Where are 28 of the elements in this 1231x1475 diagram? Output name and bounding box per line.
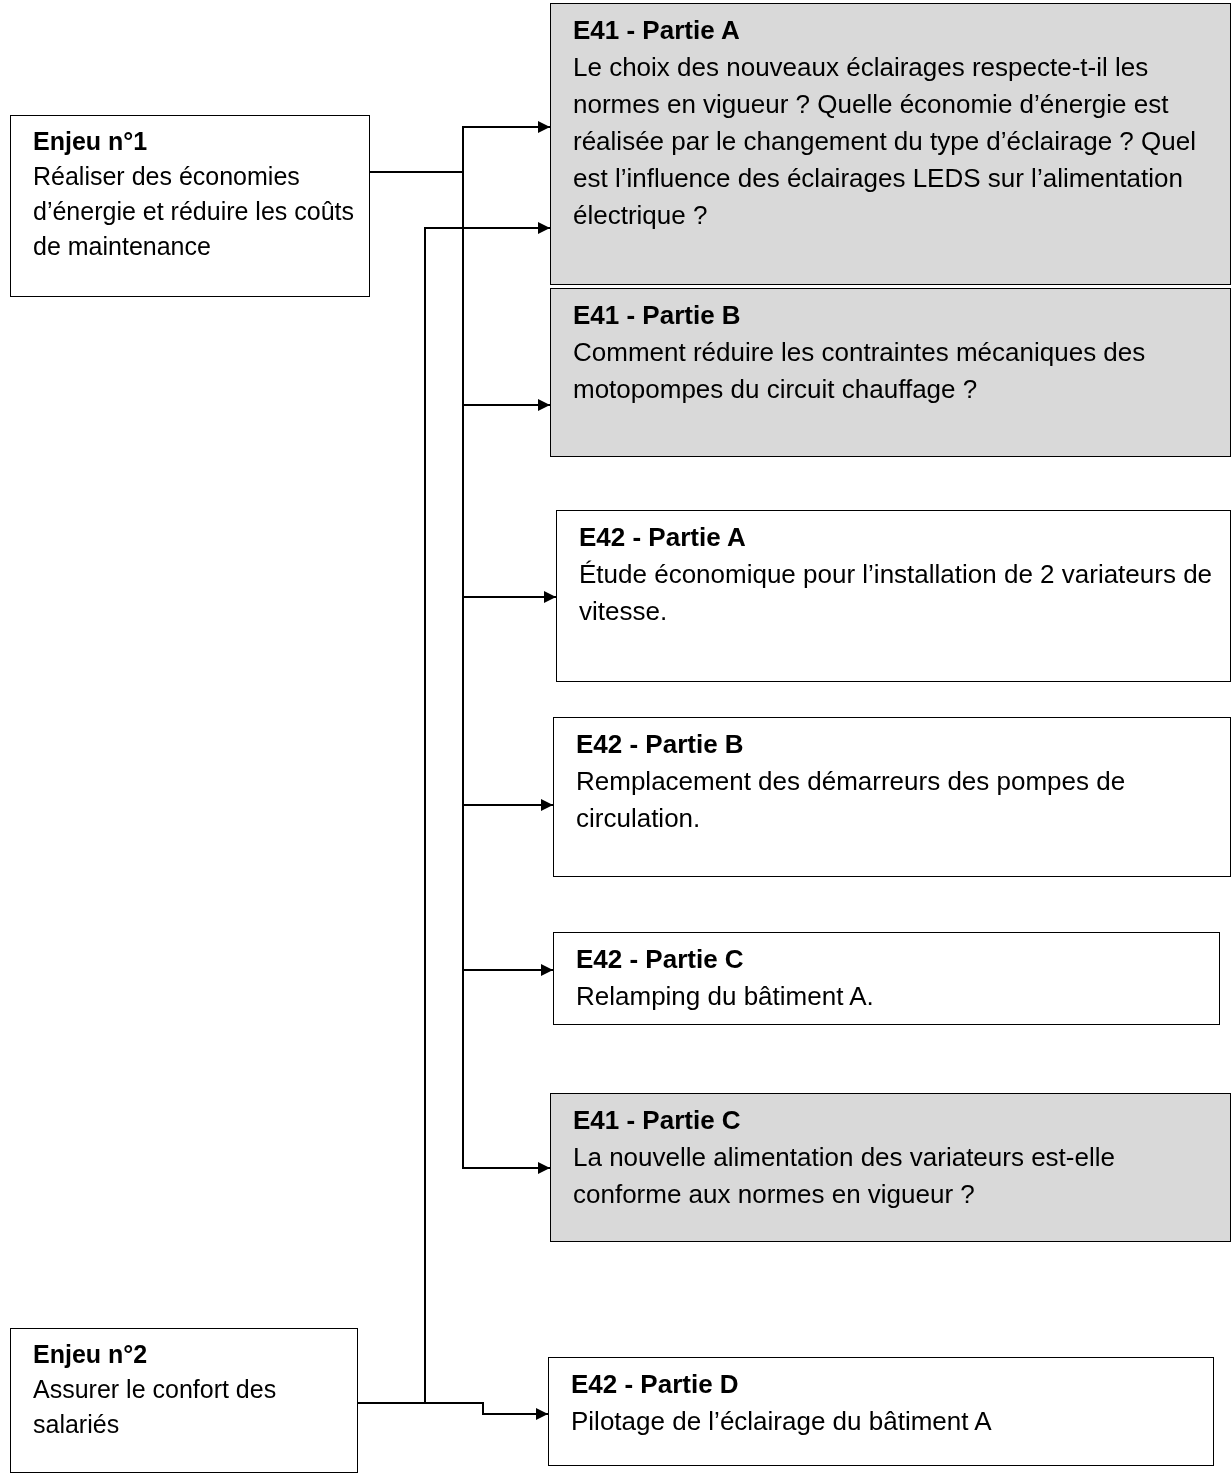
box-heading: E41 - Partie A: [573, 14, 741, 47]
text-box: [10, 1328, 358, 1473]
box-heading: E41 - Partie C: [573, 1104, 742, 1137]
box-heading: E42 - Partie D: [571, 1368, 740, 1401]
box-text: Réaliser des économies d’énergie et réduire les coûts de maintenance: [33, 161, 355, 262]
text-box: [10, 115, 370, 297]
shaded-text-box: [550, 3, 1231, 285]
text-box: [553, 932, 1220, 1025]
box-heading: Enjeu n°1: [33, 126, 149, 157]
box-text: Relamping du bâtiment A.: [576, 980, 875, 1013]
arrow: [357, 1402, 549, 1420]
box-heading: E42 - Partie C: [576, 943, 745, 976]
box-text: Pilotage de l’éclairage du bâtiment A: [571, 1405, 993, 1438]
box-text: Comment réduire les contraintes mécaniques des motopompes du circuit chauffage ?: [573, 336, 1147, 406]
box-text: Assurer le confort des salariés: [33, 1374, 278, 1440]
box-text: Étude économique pour l’installation de 2 variateurs de vitesse.: [579, 558, 1214, 628]
box-heading: E42 - Partie A: [579, 521, 747, 554]
text-box: [548, 1357, 1214, 1466]
box-text: Le choix des nouveaux éclairages respecte-t-il les normes en vigueur ? Quelle économie d’énergie est réalisée par le changement du type d’éclairage ? Quel est l’influence des éclairages LEDS sur l’alimentation électrique ?: [573, 51, 1197, 232]
box-heading: E42 - Partie B: [576, 728, 745, 761]
text-box: [556, 510, 1231, 682]
box-heading: Enjeu n°2: [33, 1339, 149, 1370]
shaded-text-box: [550, 288, 1231, 457]
shaded-text-box: [550, 1093, 1231, 1242]
box-heading: E41 - Partie B: [573, 299, 742, 332]
box-text: Remplacement des démarreurs des pompes de circulation.: [576, 765, 1127, 835]
box-text: La nouvelle alimentation des variateurs est-elle conforme aux normes en vigueur ?: [573, 1141, 1116, 1211]
text-box: [553, 717, 1231, 877]
